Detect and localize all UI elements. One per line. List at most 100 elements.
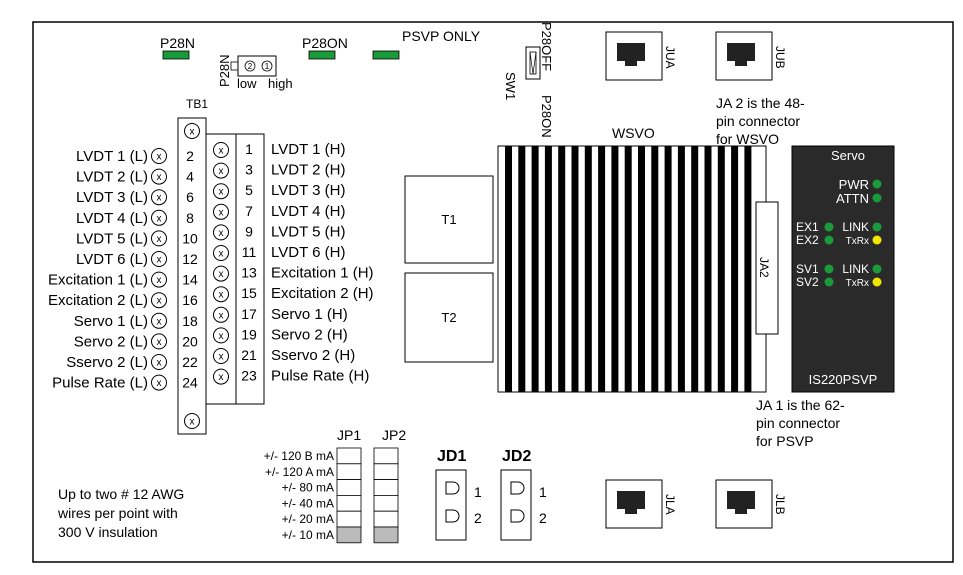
heatsink-fin	[558, 146, 566, 392]
link1-label: LINK	[842, 220, 869, 234]
jla-port	[617, 491, 645, 514]
left-signal-label: LVDT 5 (L)	[76, 230, 148, 247]
right-terminal-number: 23	[241, 368, 257, 384]
terminal-left-1-mark: x	[157, 152, 162, 163]
terminal-top	[184, 123, 200, 139]
ex1-led	[824, 222, 834, 232]
txrx1-label: TxRx	[846, 236, 869, 247]
terminal-left-8	[151, 292, 167, 309]
ja2-connector	[755, 201, 779, 335]
jua-port	[617, 43, 645, 66]
jd2-pin1-label: 1	[539, 484, 547, 500]
right-signal-label: LVDT 3 (H)	[271, 182, 345, 199]
heatsink-fin	[651, 146, 659, 392]
jumper-tab	[230, 61, 239, 71]
terminal-right-2	[213, 162, 229, 179]
ex1-label: EX1	[796, 220, 819, 234]
attn-label: ATTN	[836, 191, 869, 206]
jd1-label: JD1	[437, 448, 466, 465]
terminal-right-6-mark: x	[219, 249, 224, 260]
jp1-position	[336, 510, 362, 528]
link2-led	[872, 264, 882, 274]
terminal-right-6	[213, 245, 229, 261]
jp1-label: JP1	[337, 427, 361, 443]
sv2-led	[824, 277, 834, 287]
t2-transformer	[404, 272, 494, 363]
jp2-position	[373, 494, 399, 512]
jumper-pin-1-label: 1	[265, 62, 270, 71]
terminal-left-2-mark: x	[157, 172, 162, 183]
servo-title: Servo	[831, 148, 865, 163]
txrx2-led	[872, 277, 882, 287]
jub-label: JUB	[773, 46, 787, 69]
terminal-top-mark: x	[190, 127, 195, 138]
link1-led	[872, 222, 882, 232]
jua-label: JUA	[663, 46, 677, 69]
terminal-bottom	[184, 413, 200, 429]
left-signal-label: Excitation 1 (L)	[48, 272, 148, 289]
left-terminal-number: 6	[186, 189, 194, 205]
heatsink-fin	[584, 146, 592, 392]
terminal-right-1-mark: x	[219, 146, 224, 157]
left-signal-label: Servo 2 (L)	[74, 333, 148, 350]
left-signal-label: LVDT 6 (L)	[76, 251, 148, 268]
right-terminal-number: 19	[241, 326, 257, 342]
jumper-pin-2	[244, 60, 256, 72]
t1-transformer	[404, 175, 494, 264]
heatsink-fin	[505, 146, 512, 392]
right-signal-label: LVDT 6 (H)	[271, 244, 345, 261]
heatsink-fin	[744, 146, 752, 392]
jp-setting-label: +/- 10 mA	[282, 528, 334, 542]
left-signal-label: Servo 1 (L)	[74, 313, 148, 330]
jp-setting-label: +/- 80 mA	[282, 481, 334, 495]
right-signal-label: Pulse Rate (H)	[271, 368, 369, 385]
psvp-only-led	[372, 50, 400, 60]
left-signal-label: LVDT 4 (L)	[76, 210, 148, 227]
jd2-pin1-shape	[510, 481, 525, 495]
tb1-extra-terminals: xx	[184, 123, 200, 429]
terminal-left-1	[151, 148, 167, 164]
psvp-only-label: PSVP ONLY	[402, 28, 481, 44]
terminal-right-5-mark: x	[219, 228, 224, 239]
ex2-led	[824, 235, 834, 245]
heatsink-fin	[544, 146, 552, 392]
right-terminal-number: 5	[245, 182, 253, 198]
left-signal-label: LVDT 2 (L)	[76, 169, 148, 186]
right-terminal-number: 13	[241, 265, 257, 281]
terminal-right-4	[213, 203, 229, 220]
ex2-label: EX2	[796, 233, 819, 247]
jd1-pin2-label: 2	[474, 510, 482, 526]
jd2-pin2-label: 2	[539, 510, 547, 526]
heatsink-fins	[505, 146, 752, 392]
terminal-right-12	[213, 368, 229, 385]
heatsink-fin	[518, 146, 526, 392]
terminal-right-3-mark: x	[219, 187, 224, 198]
wsvo-label: WSVO	[612, 125, 655, 141]
attn-led	[872, 193, 882, 203]
left-terminal-number: 18	[182, 313, 198, 329]
right-signal-label: Excitation 2 (H)	[271, 285, 374, 302]
jp2-position	[373, 526, 399, 544]
awg-note-line3: 300 V insulation	[58, 524, 158, 540]
jp1-position	[336, 447, 362, 465]
terminal-left-3	[151, 189, 167, 206]
left-terminal-number: 24	[182, 375, 198, 391]
left-terminal-number: 22	[182, 354, 198, 370]
terminal-right-11-mark: x	[219, 352, 224, 363]
terminal-right-7-mark: x	[219, 269, 224, 280]
heatsink-fin	[731, 146, 739, 392]
p28n-vertical-label: P28N	[217, 54, 232, 87]
terminal-right-1	[213, 142, 229, 158]
jub-port	[727, 43, 755, 66]
jd2-label: JD2	[502, 448, 531, 465]
terminal-right-7	[213, 265, 229, 282]
p28on-label: P28ON	[302, 35, 348, 51]
ja1-note-line1: JA 1 is the 62-	[756, 397, 845, 413]
ja2-note-line3: for WSVO	[716, 131, 779, 147]
terminal-left-4	[151, 209, 167, 226]
sv1-led	[824, 264, 834, 274]
jp-setting-label: +/- 120 B mA	[264, 449, 334, 463]
terminal-right-3	[213, 183, 229, 200]
jp-setting-label: +/- 20 mA	[282, 512, 334, 526]
